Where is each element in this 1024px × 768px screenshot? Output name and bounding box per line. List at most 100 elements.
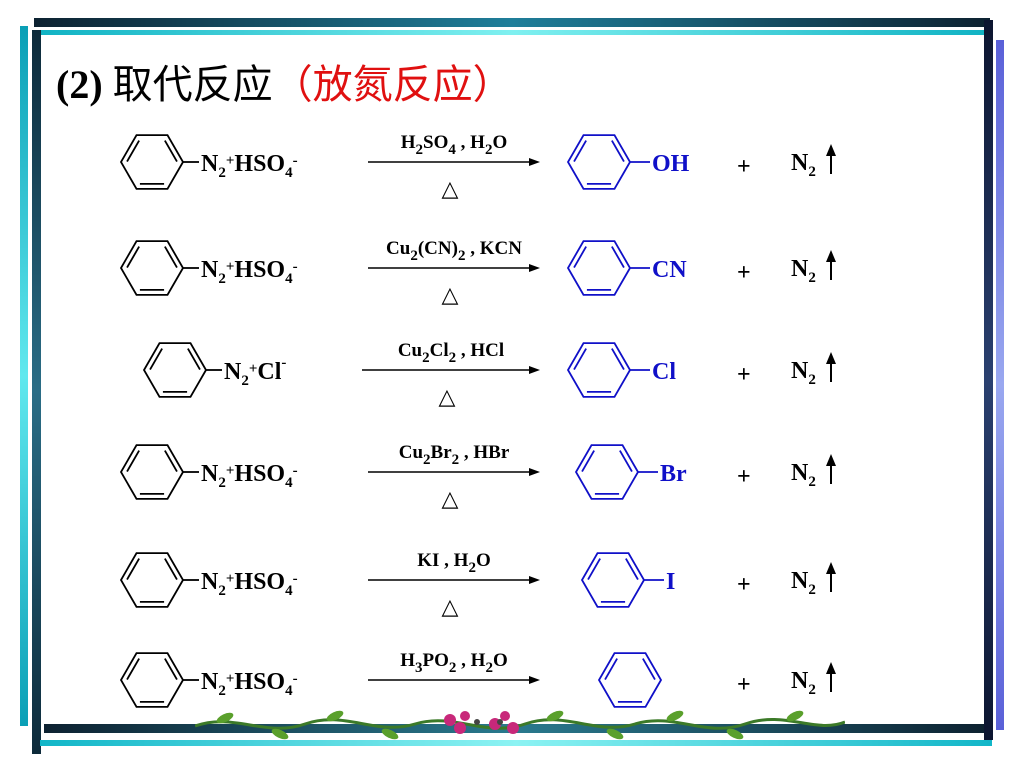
reactant-benzene-ring bbox=[119, 552, 185, 608]
product-benzene-ring bbox=[566, 240, 632, 296]
reaction-arrow-head bbox=[529, 676, 540, 684]
reaction-row: N2+Cl-Cu2Cl2 , HCl△Cl+N2 bbox=[142, 340, 836, 409]
reaction-arrow-head bbox=[529, 158, 540, 166]
nitrogen-gas-formula: N2 bbox=[791, 358, 816, 388]
ring-double-bond bbox=[126, 246, 140, 268]
diazonium-salt-formula: N2+HSO4- bbox=[201, 569, 298, 599]
nitrogen-gas-formula: N2 bbox=[791, 568, 816, 598]
ring-double-bond bbox=[573, 348, 587, 370]
reaction-arrow-head bbox=[529, 264, 540, 272]
product-substituent: Cl bbox=[652, 359, 676, 385]
diazonium-salt-formula: N2+HSO4- bbox=[201, 461, 298, 491]
ring-double-bond bbox=[164, 558, 178, 580]
title-main: 取代反应 bbox=[112, 62, 273, 107]
product-benzene-ring bbox=[597, 652, 663, 708]
slide-title: (2) 取代反应（放氮反应） bbox=[56, 52, 513, 110]
nitrogen-gas-formula: N2 bbox=[791, 668, 816, 698]
reaction-conditions-reagents: KI , H2O bbox=[417, 550, 490, 576]
ring-double-bond bbox=[126, 558, 140, 580]
frame-top-bar-cyan bbox=[40, 30, 985, 35]
reaction-conditions-reagents: Cu2Br2 , HBr bbox=[399, 442, 510, 468]
frame-left-bar-cyan bbox=[20, 26, 28, 726]
ring-double-bond bbox=[187, 348, 201, 370]
product-benzene-ring bbox=[566, 134, 632, 190]
reaction-conditions-reagents: Cu2Cl2 , HCl bbox=[398, 340, 504, 366]
ring-double-bond bbox=[587, 558, 601, 580]
reaction-arrow-head bbox=[529, 468, 540, 476]
product-substituent: CN bbox=[652, 257, 687, 283]
product-benzene-ring bbox=[580, 552, 646, 608]
ring-double-bond bbox=[164, 246, 178, 268]
product-benzene-ring bbox=[574, 444, 640, 500]
reaction-row: N2+HSO4- Cu2Br2 , HBr △ Br + N2 bbox=[119, 442, 836, 511]
title-number: (2) bbox=[56, 62, 103, 107]
product-substituent: I bbox=[666, 569, 675, 595]
plus-sign: + bbox=[737, 464, 751, 490]
ring-double-bond bbox=[573, 246, 587, 268]
reaction-row: N2+HSO4- H3PO2 , H2O + N2 bbox=[119, 650, 836, 708]
reactant-benzene-ring bbox=[119, 444, 185, 500]
frame-top-bar-dark bbox=[34, 18, 990, 27]
reactant-benzene-ring bbox=[119, 652, 185, 708]
reaction-row: N2+HSO4- KI , H2O △ I + N2 bbox=[119, 550, 836, 619]
heat-symbol: △ bbox=[442, 176, 459, 201]
ring-double-bond bbox=[126, 658, 140, 680]
gas-evolved-arrow-icon bbox=[826, 352, 836, 364]
frame-bottom-bar-cyan bbox=[40, 740, 992, 746]
ring-double-bond bbox=[611, 140, 625, 162]
frame-right-bar-dark bbox=[984, 20, 993, 740]
reactant-benzene-ring bbox=[119, 134, 185, 190]
diazonium-salt-formula: N2+HSO4- bbox=[201, 669, 298, 699]
reaction-conditions-reagents: H3PO2 , H2O bbox=[400, 650, 507, 676]
ring-double-bond bbox=[573, 140, 587, 162]
reaction-row: N2+HSO4- Cu2(CN)2 , KCN △ CN + N2 bbox=[119, 238, 836, 307]
plus-sign: + bbox=[737, 572, 751, 598]
ring-double-bond bbox=[126, 450, 140, 472]
plus-sign: + bbox=[737, 362, 751, 388]
ring-double-bond bbox=[581, 450, 595, 472]
heat-symbol: △ bbox=[442, 594, 459, 619]
ring-double-bond bbox=[642, 658, 656, 680]
plus-sign: + bbox=[737, 260, 751, 286]
ring-double-bond bbox=[625, 558, 639, 580]
frame-right-bar-purple bbox=[996, 40, 1004, 730]
gas-evolved-arrow-icon bbox=[826, 454, 836, 466]
product-substituent: Br bbox=[660, 461, 687, 487]
reaction-row: N2+HSO4- H2SO4 , H2O △ OH + N2 bbox=[119, 132, 836, 201]
ring-double-bond bbox=[164, 658, 178, 680]
gas-evolved-arrow-icon bbox=[826, 144, 836, 156]
ring-double-bond bbox=[611, 348, 625, 370]
nitrogen-gas-formula: N2 bbox=[791, 256, 816, 286]
diazonium-salt-formula: N2+Cl- bbox=[224, 355, 286, 389]
frame-left-bar-dark bbox=[32, 30, 41, 754]
gas-evolved-arrow-icon bbox=[826, 562, 836, 574]
ring-double-bond bbox=[126, 140, 140, 162]
product-benzene-ring bbox=[566, 342, 632, 398]
reaction-conditions-reagents: Cu2(CN)2 , KCN bbox=[386, 238, 522, 264]
heat-symbol: △ bbox=[442, 282, 459, 307]
nitrogen-gas-formula: N2 bbox=[791, 460, 816, 490]
ring-double-bond bbox=[164, 450, 178, 472]
product-substituent: OH bbox=[652, 151, 690, 177]
plus-sign: + bbox=[737, 154, 751, 180]
plus-sign: + bbox=[737, 672, 751, 698]
nitrogen-gas-formula: N2 bbox=[791, 150, 816, 180]
diazonium-salt-formula: N2+HSO4- bbox=[201, 257, 298, 287]
reaction-conditions-reagents: H2SO4 , H2O bbox=[401, 132, 507, 158]
ring-double-bond bbox=[164, 140, 178, 162]
reactant-benzene-ring bbox=[142, 342, 208, 398]
heat-symbol: △ bbox=[442, 486, 459, 511]
ring-double-bond bbox=[604, 658, 618, 680]
reaction-arrow-head bbox=[529, 576, 540, 584]
gas-evolved-arrow-icon bbox=[826, 250, 836, 262]
diazonium-salt-formula: N2+HSO4- bbox=[201, 151, 298, 181]
reactant-benzene-ring bbox=[119, 240, 185, 296]
reaction-arrow-head bbox=[529, 366, 540, 374]
ring-double-bond bbox=[611, 246, 625, 268]
gas-evolved-arrow-icon bbox=[826, 662, 836, 674]
ring-double-bond bbox=[149, 348, 163, 370]
title-highlight: （放氮反应） bbox=[272, 62, 513, 107]
floral-vine-decoration bbox=[195, 710, 845, 740]
